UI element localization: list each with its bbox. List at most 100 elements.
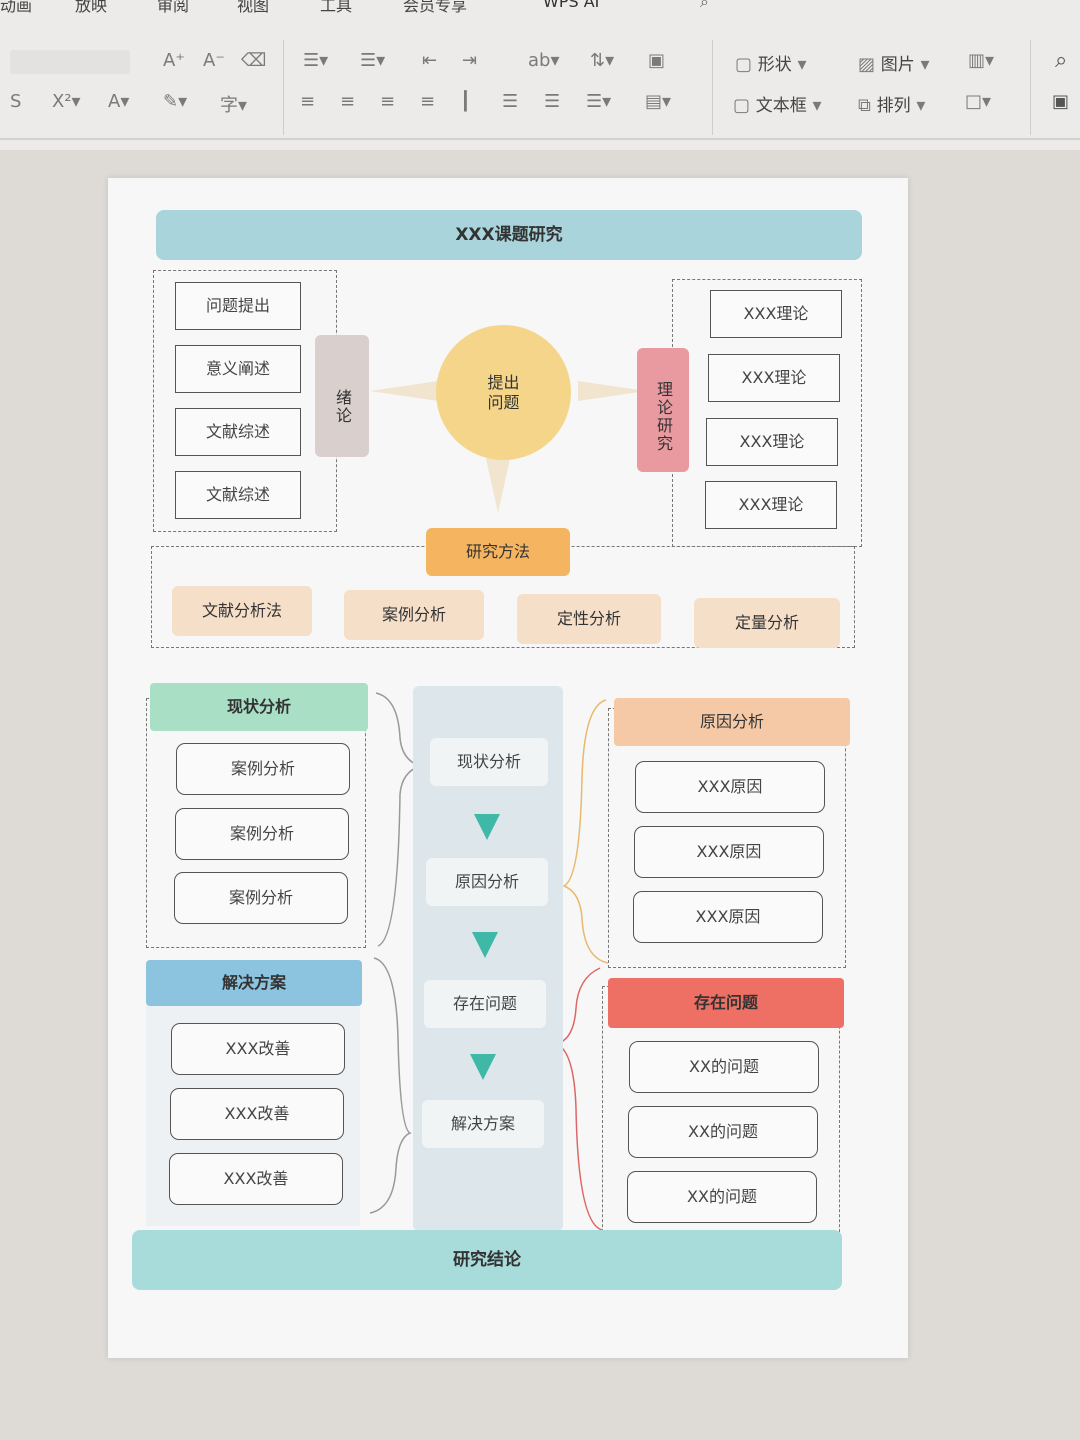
textbox-label: 文本框 [755, 96, 807, 116]
phonetic-guide-icon[interactable]: 字▾ [220, 95, 248, 116]
intro-tag[interactable]: 绪论 [315, 335, 369, 457]
status-item[interactable]: 案例分析 [176, 743, 350, 795]
document-page[interactable]: XXX课题研究 问题提出 意义阐述 文献综述 文献综述 绪论 提出问题 理论研究… [108, 178, 908, 1358]
status-item[interactable]: 案例分析 [175, 808, 349, 860]
title-banner[interactable]: XXX课题研究 [156, 210, 862, 260]
align-left-icon[interactable]: ≡ [300, 91, 316, 112]
arrow-left-shape [370, 381, 438, 401]
font-color-icon[interactable]: A▾ [108, 91, 130, 112]
status-item[interactable]: 案例分析 [174, 872, 348, 924]
solution-panel-title[interactable]: 解决方案 [146, 960, 362, 1006]
decrease-font-icon[interactable]: A⁻ [203, 50, 225, 71]
decrease-indent-icon[interactable]: ⇤ [422, 50, 438, 71]
font-size-field[interactable] [10, 50, 130, 74]
cause-brace [562, 699, 609, 964]
method-item[interactable]: 定量分析 [694, 598, 840, 648]
tab-review[interactable]: 审阅 [157, 0, 190, 15]
arrow-down-shape [485, 454, 511, 513]
tab-view[interactable]: 视图 [237, 0, 270, 15]
toolbar-divider [1030, 40, 1031, 135]
bullet-list-icon[interactable]: ☰▾ [303, 50, 329, 71]
textbox-button[interactable]: ▢ 文本框 ▾ [733, 95, 822, 116]
justify-icon[interactable]: ≡ [420, 91, 436, 112]
superscript-icon[interactable]: X²▾ [52, 91, 81, 112]
toolbar-divider [712, 40, 713, 135]
line-spacing-icon[interactable]: ☰ [544, 91, 561, 112]
center-circle-label: 提出问题 [487, 372, 520, 412]
problem-item[interactable]: XX的问题 [629, 1041, 819, 1093]
fill-color-icon[interactable]: ▥▾ [968, 50, 995, 71]
clear-format-icon[interactable]: ⌫ [241, 50, 267, 71]
increase-font-icon[interactable]: A⁺ [163, 50, 185, 71]
arrange-button[interactable]: ⧉ 排列 ▾ [858, 95, 926, 116]
cause-item[interactable]: XXX原因 [633, 891, 823, 943]
solution-item[interactable]: XXX改善 [169, 1153, 343, 1205]
intro-item[interactable]: 文献综述 [175, 471, 301, 519]
strikethrough-icon[interactable]: S [10, 91, 22, 112]
theory-tag[interactable]: 理论研究 [637, 348, 689, 472]
flow-arrow-icon [472, 932, 498, 958]
outline-color-icon[interactable]: □▾ [965, 91, 992, 112]
increase-indent-icon[interactable]: ⇥ [462, 50, 478, 71]
solution-item[interactable]: XXX改善 [171, 1023, 345, 1075]
flow-arrow-icon [470, 1054, 496, 1080]
align-text-icon[interactable]: ▤▾ [645, 91, 672, 112]
method-item[interactable]: 定性分析 [517, 594, 661, 644]
tab-slideshow[interactable]: 放映 [75, 0, 108, 15]
flow-arrow-icon [474, 814, 500, 840]
intro-item[interactable]: 文献综述 [175, 408, 301, 456]
cause-item[interactable]: XXX原因 [634, 826, 824, 878]
intro-item[interactable]: 意义阐述 [175, 345, 301, 393]
flow-step[interactable]: 原因分析 [426, 858, 548, 906]
text-direction-icon[interactable]: ⇅▾ [590, 50, 615, 71]
flow-step[interactable]: 存在问题 [424, 980, 546, 1028]
method-item[interactable]: 文献分析法 [172, 586, 312, 636]
arrow-right-shape [578, 381, 646, 401]
intro-item[interactable]: 问题提出 [175, 282, 301, 330]
picture-button[interactable]: ▨ 图片 ▾ [858, 54, 930, 75]
tab-member[interactable]: 会员专享 [403, 0, 468, 15]
align-right-icon[interactable]: ≡ [380, 91, 396, 112]
theory-item[interactable]: XXX理论 [708, 354, 840, 402]
cause-panel-title[interactable]: 原因分析 [614, 698, 850, 746]
shapes-button[interactable]: ▢ 形状 ▾ [735, 54, 807, 75]
arrange-label: 排列 [876, 96, 911, 116]
theory-item[interactable]: XXX理论 [706, 418, 838, 466]
search-icon[interactable]: ⌕ [700, 0, 709, 11]
arrange-icon: ⧉ [858, 95, 871, 116]
text-effect-icon[interactable]: ab▾ [528, 50, 560, 71]
tab-wps-ai[interactable]: WPS AI [543, 0, 600, 11]
method-item[interactable]: 案例分析 [344, 590, 484, 640]
toolbar-divider [283, 40, 284, 135]
menu-tab-bar: 动画 放映 审阅 视图 工具 会员专享 WPS AI ⌕ [0, 0, 1080, 16]
cause-item[interactable]: XXX原因 [635, 761, 825, 813]
distribute-icon[interactable]: ┃ [460, 91, 471, 112]
theory-item[interactable]: XXX理论 [705, 481, 837, 529]
center-circle[interactable]: 提出问题 [436, 325, 571, 460]
picture-label: 图片 [880, 55, 915, 75]
toolbar-row-1: A⁺ A⁻ ⌫ ☰▾ ☰▾ ⇤ ⇥ ab▾ ⇅▾ ▣ ▢ 形状 ▾ ▨ 图片 ▾… [0, 42, 1080, 82]
tab-animation[interactable]: 动画 [0, 0, 33, 15]
methods-tag[interactable]: 研究方法 [426, 528, 570, 576]
find-icon[interactable]: ⌕ [1055, 48, 1068, 73]
conclusion-banner[interactable]: 研究结论 [132, 1230, 842, 1290]
paragraph-spacing-icon[interactable]: ☰▾ [586, 91, 612, 112]
flow-step[interactable]: 解决方案 [422, 1100, 544, 1148]
toolbar-row-2: S X²▾ A▾ ✎▾ 字▾ ≡ ≡ ≡ ≡ ┃ ☰ ☰ ☰▾ ▤▾ ▢ 文本框… [0, 85, 1080, 125]
problem-item[interactable]: XX的问题 [628, 1106, 818, 1158]
connector-arrows [370, 381, 646, 513]
select-icon[interactable]: ▣ [1052, 91, 1070, 112]
theory-item[interactable]: XXX理论 [710, 290, 842, 338]
status-panel-title[interactable]: 现状分析 [150, 683, 368, 731]
highlight-icon[interactable]: ✎▾ [163, 91, 188, 112]
flow-step[interactable]: 现状分析 [430, 738, 548, 786]
copy-format-icon[interactable]: ▣ [648, 50, 666, 71]
problem-panel-title[interactable]: 存在问题 [608, 978, 844, 1028]
align-center-icon[interactable]: ≡ [340, 91, 356, 112]
problem-item[interactable]: XX的问题 [627, 1171, 817, 1223]
ribbon-border [0, 138, 1080, 140]
columns-icon[interactable]: ☰ [502, 91, 519, 112]
numbered-list-icon[interactable]: ☰▾ [360, 50, 386, 71]
solution-item[interactable]: XXX改善 [170, 1088, 344, 1140]
tab-tools[interactable]: 工具 [320, 0, 353, 15]
